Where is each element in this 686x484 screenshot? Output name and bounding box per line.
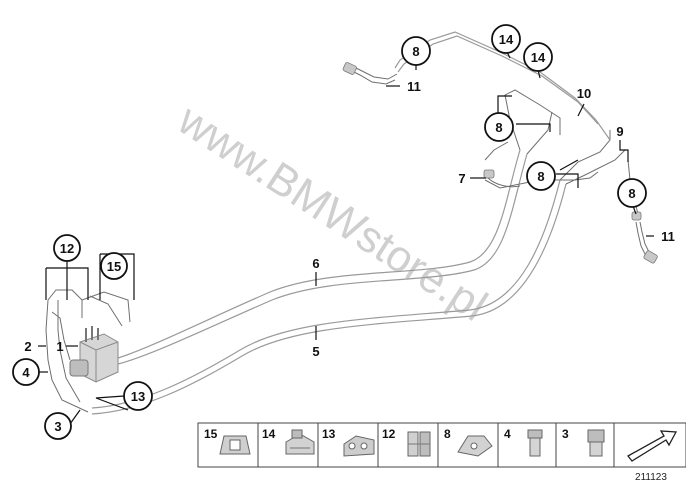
- bracket-clip-icon: [285, 429, 315, 455]
- callout-circle-15: [100, 252, 128, 280]
- callout-9: 9: [616, 124, 623, 139]
- legend-number-14: 14: [262, 427, 276, 441]
- watermark: www.BMWstore.pl: [169, 95, 496, 331]
- callout-2: 2: [24, 339, 31, 354]
- callout-7: 7: [458, 171, 465, 186]
- callout-8-mid: 8: [495, 120, 502, 135]
- retainer-icon: [407, 431, 431, 457]
- callout-circle-13: [123, 381, 153, 411]
- legend-number-12: 12: [382, 427, 396, 441]
- callout-circle-8-mid: [484, 112, 514, 142]
- callout-6: 6: [312, 256, 319, 271]
- callout-11-top: 11: [407, 79, 421, 94]
- screw-fitting-icon: [587, 429, 605, 457]
- hydraulic-unit: [69, 326, 119, 383]
- brake-hose-ends: [342, 62, 658, 264]
- callout-14-right: 14: [531, 50, 546, 65]
- callout-circle-8-top: [401, 36, 431, 66]
- holder-icon: [457, 435, 493, 457]
- callout-8-right: 8: [628, 186, 635, 201]
- callout-3: 3: [54, 419, 61, 434]
- callout-8-top: 8: [412, 44, 419, 59]
- legend-number-4: 4: [504, 427, 511, 441]
- callout-5: 5: [312, 344, 319, 359]
- callout-4: 4: [22, 365, 30, 380]
- callout-circle-8-center: [526, 161, 556, 191]
- legend-number-8: 8: [444, 427, 451, 441]
- callout-14-left: 14: [499, 32, 514, 47]
- callout-15: 15: [107, 259, 121, 274]
- union-nut-icon: [527, 429, 543, 457]
- callout-circle-3: [44, 412, 72, 440]
- parts-legend: 15 14 13 12 8: [197, 422, 686, 468]
- callout-circle-4: [12, 358, 40, 386]
- callout-10: 10: [577, 86, 591, 101]
- callout-8-center: 8: [537, 169, 544, 184]
- diagram-id: 211123: [635, 472, 667, 483]
- callout-11-right: 11: [661, 229, 675, 244]
- legend-number-15: 15: [204, 427, 218, 441]
- legend-number-3: 3: [562, 427, 569, 441]
- callout-13: 13: [131, 389, 145, 404]
- double-clip-icon: [343, 435, 375, 457]
- callout-circle-14-right: [523, 42, 553, 72]
- arrow-icon: [627, 430, 678, 462]
- callout-1: 1: [56, 339, 63, 354]
- legend-number-13: 13: [322, 427, 336, 441]
- callout-12: 12: [60, 241, 74, 256]
- callout-circle-8-right: [617, 178, 647, 208]
- callout-circle-14-left: [491, 24, 521, 54]
- callouts: 12 15 1 2 4 3 13 6 5 7 8 8 9 10 8 11 14 …: [12, 24, 675, 440]
- callout-circle-12: [53, 234, 81, 262]
- clip-icon: [219, 435, 251, 455]
